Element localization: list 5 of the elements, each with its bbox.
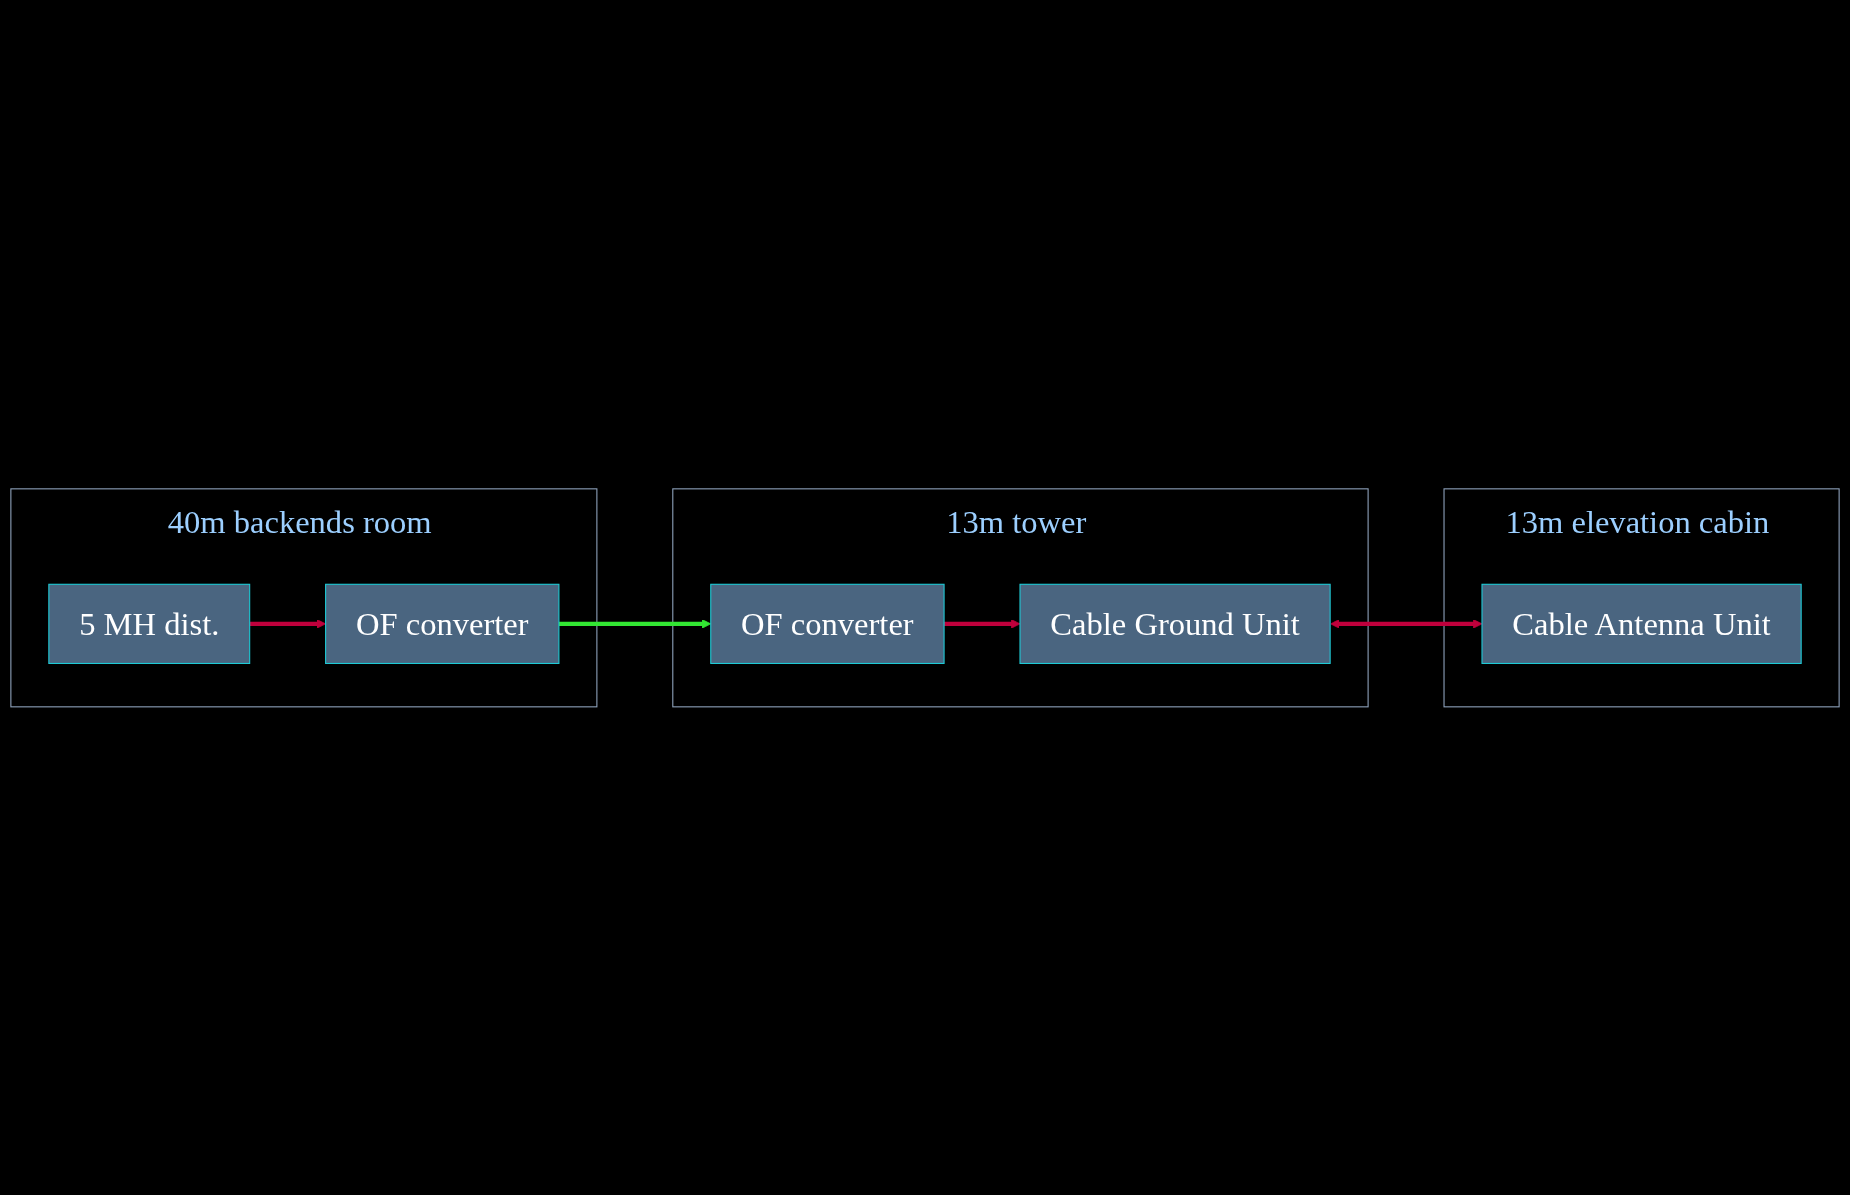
node-box: Cable Ground Unit xyxy=(1019,583,1331,664)
node-box: OF converter xyxy=(325,583,560,664)
node-box: Cable Antenna Unit xyxy=(1481,583,1802,664)
node-box: OF converter xyxy=(710,583,945,664)
node-box: 5 MH dist. xyxy=(48,583,251,664)
